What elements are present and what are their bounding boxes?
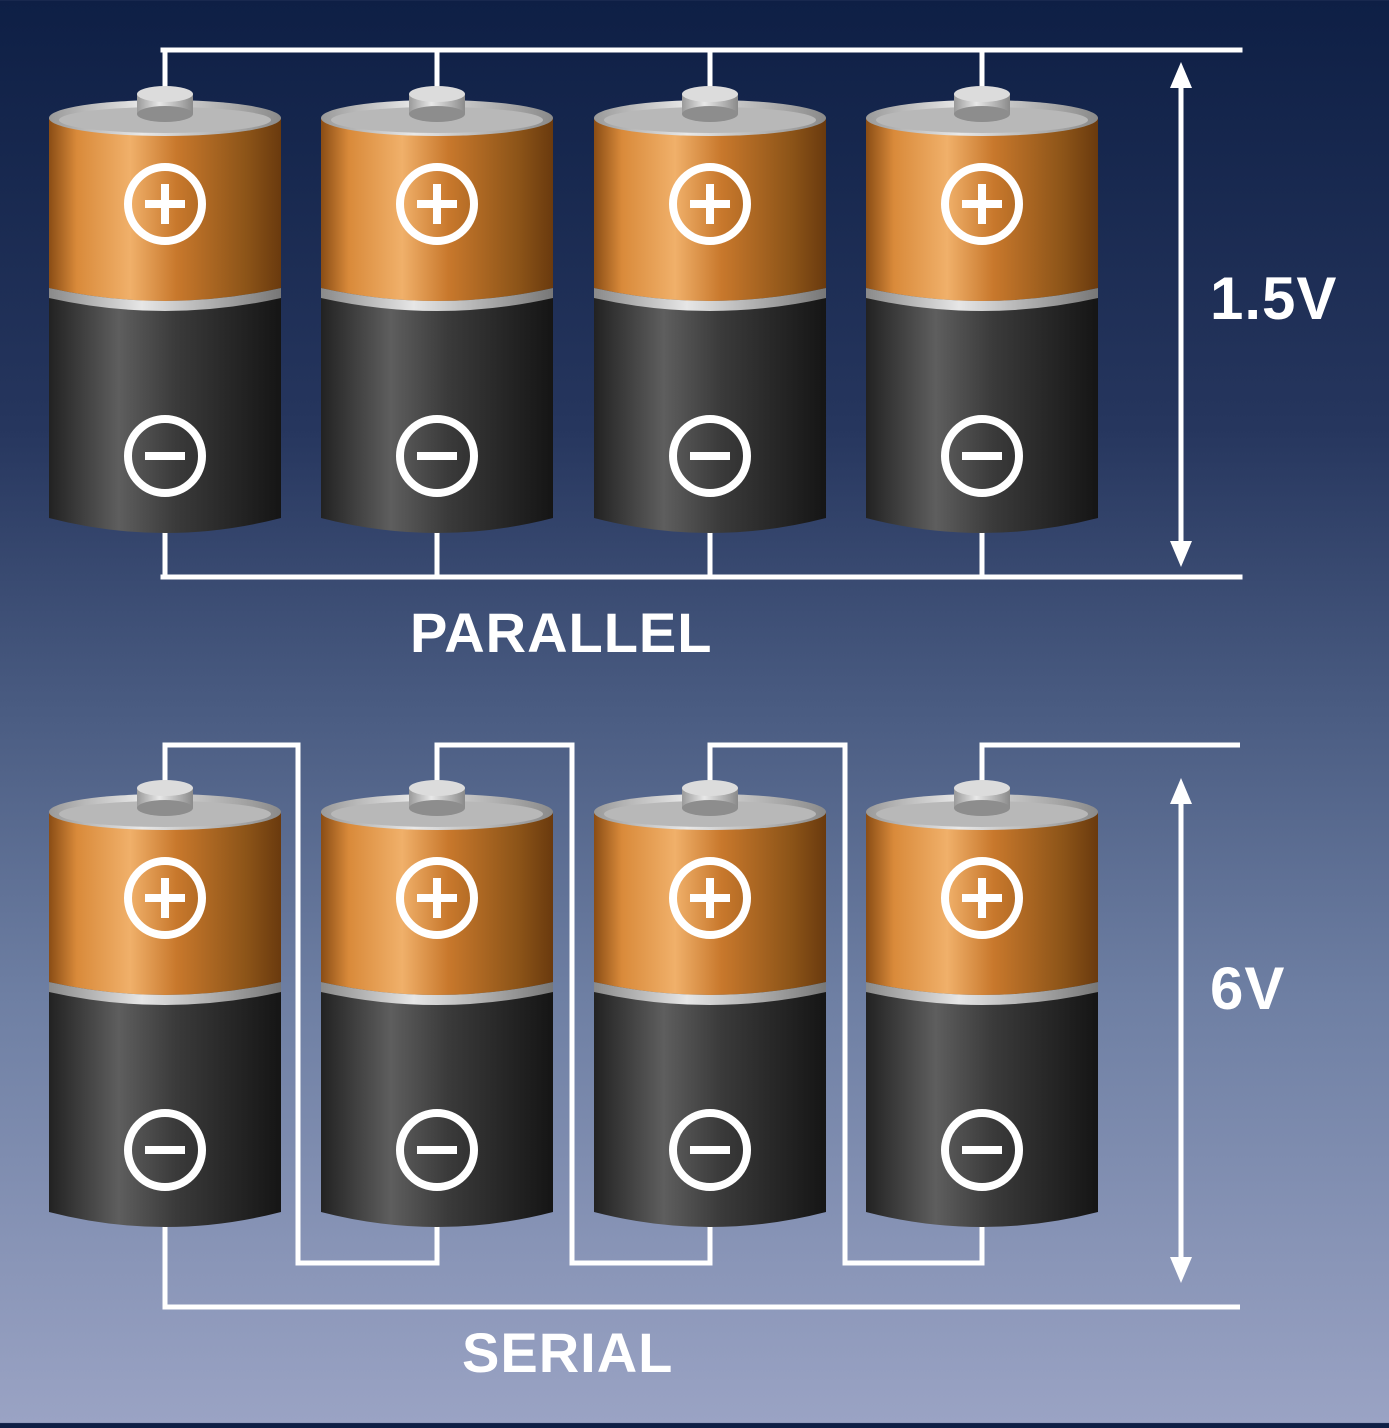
plus-icon-ring [669,163,751,245]
plus-icon [124,163,206,245]
arrow-up-icon [1170,778,1192,804]
battery-negative-body [866,288,1098,533]
battery-terminal-base [954,106,1010,122]
battery-band [321,982,553,1005]
parallel-battery-3 [594,86,826,533]
plus-icon [941,857,1023,939]
battery-terminal-top [137,780,193,796]
battery-band [866,288,1098,311]
battery-negative-body [321,982,553,1227]
battery-band [594,288,826,311]
battery-terminal-base [682,800,738,816]
minus-icon [941,1109,1023,1191]
plus-icon-ring [124,163,206,245]
serial-battery-2 [321,780,553,1227]
battery-negative-body [49,982,281,1227]
minus-icon [669,1109,751,1191]
parallel-battery-2 [321,86,553,533]
battery-negative-body [49,288,281,533]
battery-terminal-top [682,86,738,102]
minus-icon-ring [396,415,478,497]
minus-icon-ring [941,415,1023,497]
battery-terminal-top [137,86,193,102]
serial-battery-4 [866,780,1098,1227]
serial-link-1 [162,742,440,1266]
minus-icon [941,415,1023,497]
battery-negative-body [594,288,826,533]
battery-terminal-top [682,780,738,796]
plus-icon-ring [124,857,206,939]
plus-icon-ring [941,163,1023,245]
plus-icon [396,857,478,939]
arrow-down-icon [1170,1257,1192,1283]
battery-terminal-top [409,86,465,102]
serial-voltage-arrow [1170,778,1192,1283]
parallel-title: PARALLEL [410,601,713,664]
serial-voltage-label: 6V [1210,955,1286,1022]
minus-icon-ring [941,1109,1023,1191]
plus-icon [669,163,751,245]
parallel-battery-1 [49,86,281,533]
plus-icon-ring [941,857,1023,939]
minus-icon-ring [669,1109,751,1191]
battery-terminal-top [954,86,1010,102]
battery-terminal-top [409,780,465,796]
battery-terminal-base [954,800,1010,816]
minus-icon [396,1109,478,1191]
battery-negative-body [866,982,1098,1227]
battery-terminal-base [409,106,465,122]
arrow-up-icon [1170,62,1192,88]
minus-icon [396,415,478,497]
serial-title: SERIAL [462,1321,674,1384]
plus-icon-ring [396,857,478,939]
battery-band [49,982,281,1005]
serial-link-2 [434,742,713,1266]
battery-band [321,288,553,311]
plus-icon [669,857,751,939]
serial-battery-3 [594,780,826,1227]
battery-terminal-top [954,780,1010,796]
battery-terminal-base [682,106,738,122]
battery-negative-body [594,982,826,1227]
plus-icon [941,163,1023,245]
battery-band [594,982,826,1005]
battery-band [866,982,1098,1005]
serial-negative-out [162,1225,1240,1310]
plus-icon-ring [669,857,751,939]
battery-terminal-base [137,106,193,122]
plus-icon [124,857,206,939]
minus-icon [124,1109,206,1191]
plus-icon-ring [396,163,478,245]
minus-icon-ring [124,415,206,497]
arrow-down-icon [1170,541,1192,567]
battery-group [49,86,1098,1227]
minus-icon-ring [396,1109,478,1191]
parallel-voltage-arrow [1170,62,1192,567]
minus-icon-ring [124,1109,206,1191]
battery-terminal-base [409,800,465,816]
parallel-voltage-label: 1.5V [1210,265,1338,332]
battery-band [49,288,281,311]
plus-icon [396,163,478,245]
battery-negative-body [321,288,553,533]
battery-terminal-base [137,800,193,816]
minus-icon [124,415,206,497]
minus-icon-ring [669,415,751,497]
serial-battery-1 [49,780,281,1227]
serial-link-3 [707,742,985,1266]
wiring [160,47,1243,1310]
serial-positive-out [979,742,1240,792]
voltage-arrows [1170,62,1192,1283]
parallel-battery-4 [866,86,1098,533]
minus-icon [669,415,751,497]
